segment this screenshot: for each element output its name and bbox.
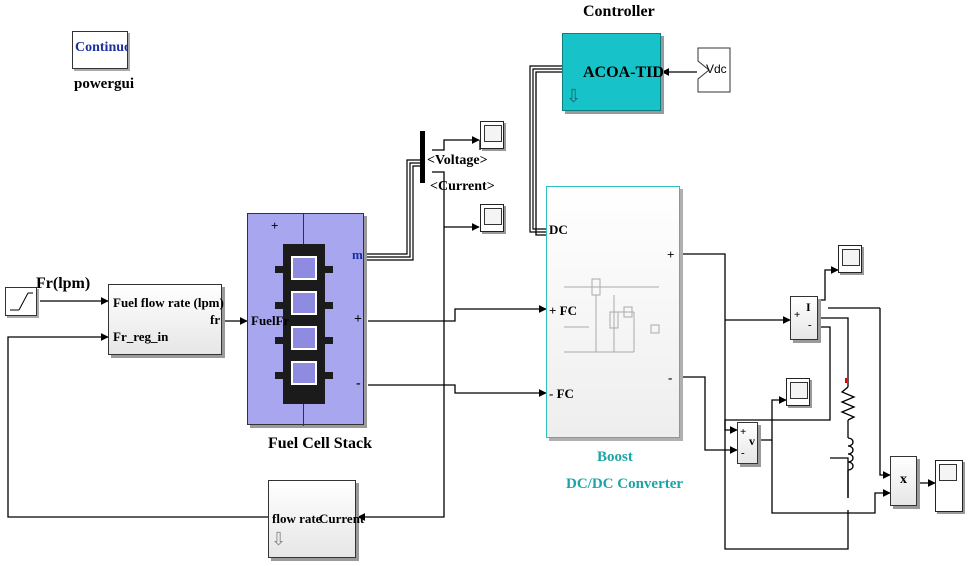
fuel-cell-stack-block[interactable]: + FuelFr m + -	[247, 213, 364, 426]
current-meas-minus: -	[808, 319, 812, 331]
voltage-scope[interactable]	[480, 121, 504, 149]
vdc-input-block[interactable]: Vdc	[697, 47, 731, 93]
boost-port-fc-minus: - FC	[549, 386, 574, 401]
controller-block[interactable]: ACOA-TID ⇩	[562, 33, 664, 111]
boost-title: Boost	[597, 449, 633, 465]
power-scope[interactable]	[935, 460, 963, 512]
fuel-cell-port-minus: -	[356, 376, 361, 391]
product-label: x	[900, 472, 907, 487]
controller-title: Controller	[583, 3, 655, 20]
current-meas-label: I	[806, 300, 811, 314]
boost-converter-block[interactable]: DC + FC - FC + -	[546, 186, 680, 438]
current-measurement-block[interactable]: + I -	[790, 296, 818, 340]
boost-circuit-icon	[564, 278, 660, 353]
voltage-meas-minus: -	[741, 447, 745, 459]
voltage-measurement-block[interactable]: + v -	[737, 422, 758, 464]
down-arrow-icon: ⇩	[271, 529, 287, 549]
fuel-cell-port-in: FuelFr	[251, 313, 290, 328]
fuel-cell-top-mark: +	[271, 218, 279, 233]
product-block[interactable]: x	[890, 456, 917, 506]
powergui-block[interactable]: Continuous	[72, 31, 128, 69]
fuel-flow-block[interactable]: Fuel flow rate (lpm) Fr_reg_in fr	[108, 284, 224, 355]
boost-subtitle: DC/DC Converter	[566, 476, 684, 492]
fuel-flow-port-top: Fuel flow rate (lpm)	[113, 295, 224, 310]
voltage-signal-label: <Voltage>	[427, 153, 488, 168]
voltage-meas-label: v	[749, 434, 755, 448]
current-signal-label: <Current>	[430, 179, 495, 194]
boost-port-out-plus: +	[667, 247, 675, 262]
voltage-meas-plus: +	[740, 426, 747, 438]
boost-port-fc-plus: + FC	[549, 303, 577, 318]
load-voltage-scope[interactable]	[786, 378, 810, 406]
fuel-cell-port-m: m	[352, 247, 363, 262]
controller-label: ACOA-TID	[583, 64, 664, 81]
powergui-label: powergui	[74, 76, 134, 92]
flow-rate-port-out: flow rate	[272, 511, 322, 526]
current-scope[interactable]	[480, 204, 504, 232]
fuel-cell-stack-label: Fuel Cell Stack	[268, 435, 372, 452]
current-meas-plus: +	[794, 309, 801, 321]
bus-selector-block[interactable]	[420, 131, 425, 183]
boost-port-out-minus: -	[668, 370, 673, 385]
fr-lpm-label: Fr(lpm)	[36, 275, 91, 292]
fuel-cell-icon	[275, 244, 333, 404]
vdc-label: Vdc	[706, 62, 727, 76]
flow-rate-port-in: Current	[319, 511, 365, 526]
load-current-scope[interactable]	[838, 245, 862, 273]
ramp-source-block[interactable]	[5, 287, 37, 316]
powergui-icon-text: Continuous	[75, 40, 127, 55]
fuel-flow-port-bottom: Fr_reg_in	[113, 329, 169, 344]
fuel-cell-port-plus: +	[354, 312, 362, 327]
fuel-flow-port-out: fr	[210, 312, 221, 327]
down-arrow-icon: ⇩	[566, 86, 582, 106]
boost-port-dc: DC	[549, 222, 568, 237]
flow-rate-block[interactable]: flow rate Current ⇩	[268, 480, 364, 558]
